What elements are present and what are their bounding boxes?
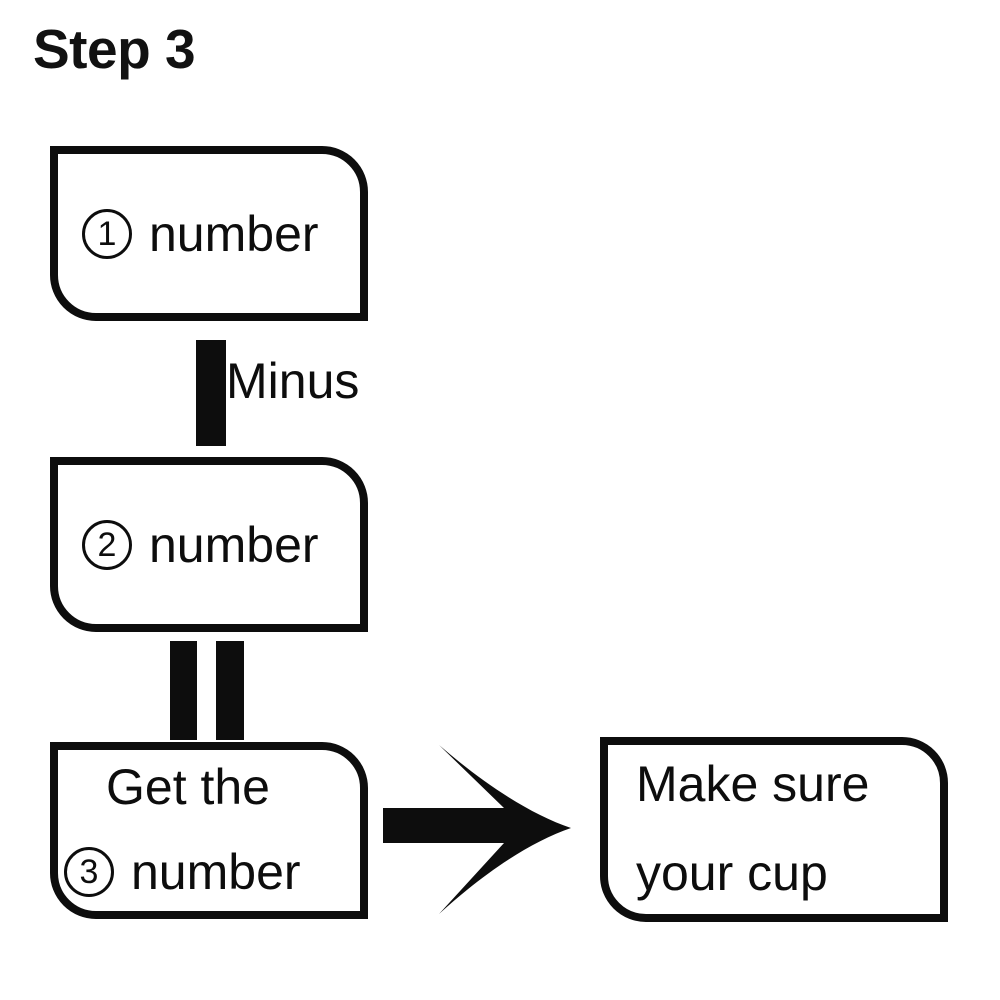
- minus-connector-label: Minus: [226, 353, 360, 409]
- node-line: 1 number: [82, 205, 319, 262]
- node-box-number-2[interactable]: 2 number: [50, 457, 368, 632]
- node-line: 2 number: [82, 516, 319, 573]
- node-line: Get the: [58, 762, 270, 812]
- node-content: Make sure your cup: [608, 745, 940, 914]
- node-label-your-cup: your cup: [636, 845, 828, 901]
- node-label-make-sure: Make sure: [636, 756, 870, 812]
- node-line: Make sure: [636, 759, 869, 809]
- circled-number-3-icon: 3: [64, 847, 114, 897]
- node-box-get-the-number[interactable]: Get the 3 number: [50, 742, 368, 919]
- equals-connector-bar-right-icon: [216, 641, 244, 740]
- node-box-number-1[interactable]: 1 number: [50, 146, 368, 321]
- equals-connector-bar-left-icon: [170, 641, 197, 740]
- circled-number-1-icon: 1: [82, 208, 132, 259]
- minus-connector-bar-icon: [196, 340, 226, 446]
- right-arrow-icon: [380, 740, 575, 920]
- node-label-number: number: [131, 844, 301, 900]
- node-line: 3 number: [58, 847, 301, 897]
- node-content: 2 number: [58, 465, 360, 624]
- node-box-make-sure-your-cup[interactable]: Make sure your cup: [600, 737, 948, 922]
- node-content: Get the 3 number: [58, 750, 360, 911]
- node-label-number: number: [149, 205, 319, 262]
- page-title: Step 3: [33, 18, 196, 80]
- node-label-number: number: [149, 516, 319, 573]
- node-line: your cup: [636, 848, 828, 898]
- node-content: 1 number: [58, 154, 360, 313]
- circled-number-2-icon: 2: [82, 519, 132, 570]
- node-label-get-the: Get the: [106, 759, 270, 815]
